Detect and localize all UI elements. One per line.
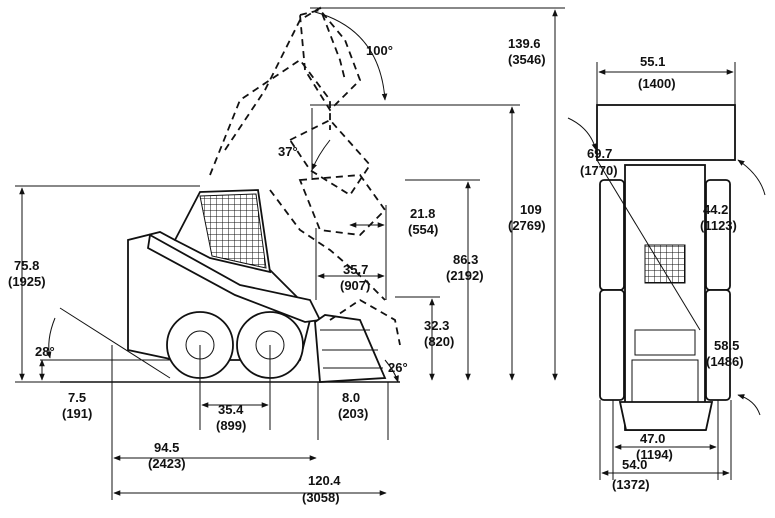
label-120-4: 120.4 <box>308 473 341 488</box>
label-94-5: 94.5 <box>154 440 179 455</box>
label-2423: (2423) <box>148 456 186 471</box>
label-7-5: 7.5 <box>68 390 86 405</box>
cab-top-mesh <box>644 244 686 284</box>
label-1486: (1486) <box>706 354 744 369</box>
rear-counterweight <box>618 401 714 431</box>
label-86-3: 86.3 <box>453 252 478 267</box>
radius-line <box>596 159 701 331</box>
label-1925: (1925) <box>8 274 46 289</box>
label-109: 109 <box>520 202 542 217</box>
left-tire-rear <box>599 289 625 401</box>
label-899: (899) <box>216 418 246 433</box>
lift-arm <box>147 233 322 323</box>
label-35-4: 35.4 <box>218 402 244 417</box>
label-32-3: 32.3 <box>424 318 449 333</box>
label-37-deg: 37° <box>278 144 298 159</box>
body-top <box>624 164 706 431</box>
side-dimensions <box>15 7 565 500</box>
label-2192: (2192) <box>446 268 484 283</box>
label-21-8: 21.8 <box>410 206 435 221</box>
bucket-rollback <box>329 298 401 346</box>
label-75-8: 75.8 <box>14 258 39 273</box>
label-47-0: 47.0 <box>640 431 665 446</box>
top-dimensions <box>567 62 766 480</box>
label-100-deg: 100° <box>366 43 393 58</box>
label-1770: (1770) <box>580 163 618 178</box>
label-54-0: 54.0 <box>622 457 647 472</box>
label-58-5: 58.5 <box>714 338 739 353</box>
label-191: (191) <box>62 406 92 421</box>
top-view-machine <box>596 104 736 431</box>
label-3058: (3058) <box>302 490 340 505</box>
label-8-0: 8.0 <box>342 390 360 405</box>
bucket-ribs <box>320 329 383 369</box>
cab-mesh <box>199 193 267 269</box>
top-labels: 55.1 (1400) 69.7 (1770) 44.2 (1123) 58.5… <box>580 54 744 492</box>
label-139-6: 139.6 <box>508 36 541 51</box>
label-69-7: 69.7 <box>587 146 612 161</box>
bucket-raised-top <box>299 8 362 112</box>
label-1400: (1400) <box>638 76 676 91</box>
right-tire-front <box>705 179 731 291</box>
label-26-deg: 26° <box>388 360 408 375</box>
label-55-1: 55.1 <box>640 54 665 69</box>
bucket-lowered <box>314 314 387 383</box>
bucket-raised-dump <box>298 174 387 236</box>
bucket-raised-mid <box>288 118 372 197</box>
side-labels: 139.6 (3546) 100° 109 (2769) 37° 21.8 (5… <box>8 36 546 505</box>
label-203: (203) <box>338 406 368 421</box>
arm-raised-2 <box>224 6 346 151</box>
left-tire-front <box>599 179 625 291</box>
label-1372: (1372) <box>612 477 650 492</box>
label-554: (554) <box>408 222 438 237</box>
label-2769: (2769) <box>508 218 546 233</box>
label-28-deg: 28° <box>35 344 55 359</box>
arm-raised-1 <box>209 58 331 176</box>
seat-top <box>634 329 696 356</box>
label-35-7: 35.7 <box>343 262 368 277</box>
label-1123: (1123) <box>700 218 737 233</box>
bucket-top <box>596 104 736 161</box>
arm-path <box>269 189 386 301</box>
label-44-2: 44.2 <box>703 202 728 217</box>
label-1194: (1194) <box>636 447 673 462</box>
label-907: (907) <box>340 278 370 293</box>
label-3546: (3546) <box>508 52 546 67</box>
label-820: (820) <box>424 334 454 349</box>
